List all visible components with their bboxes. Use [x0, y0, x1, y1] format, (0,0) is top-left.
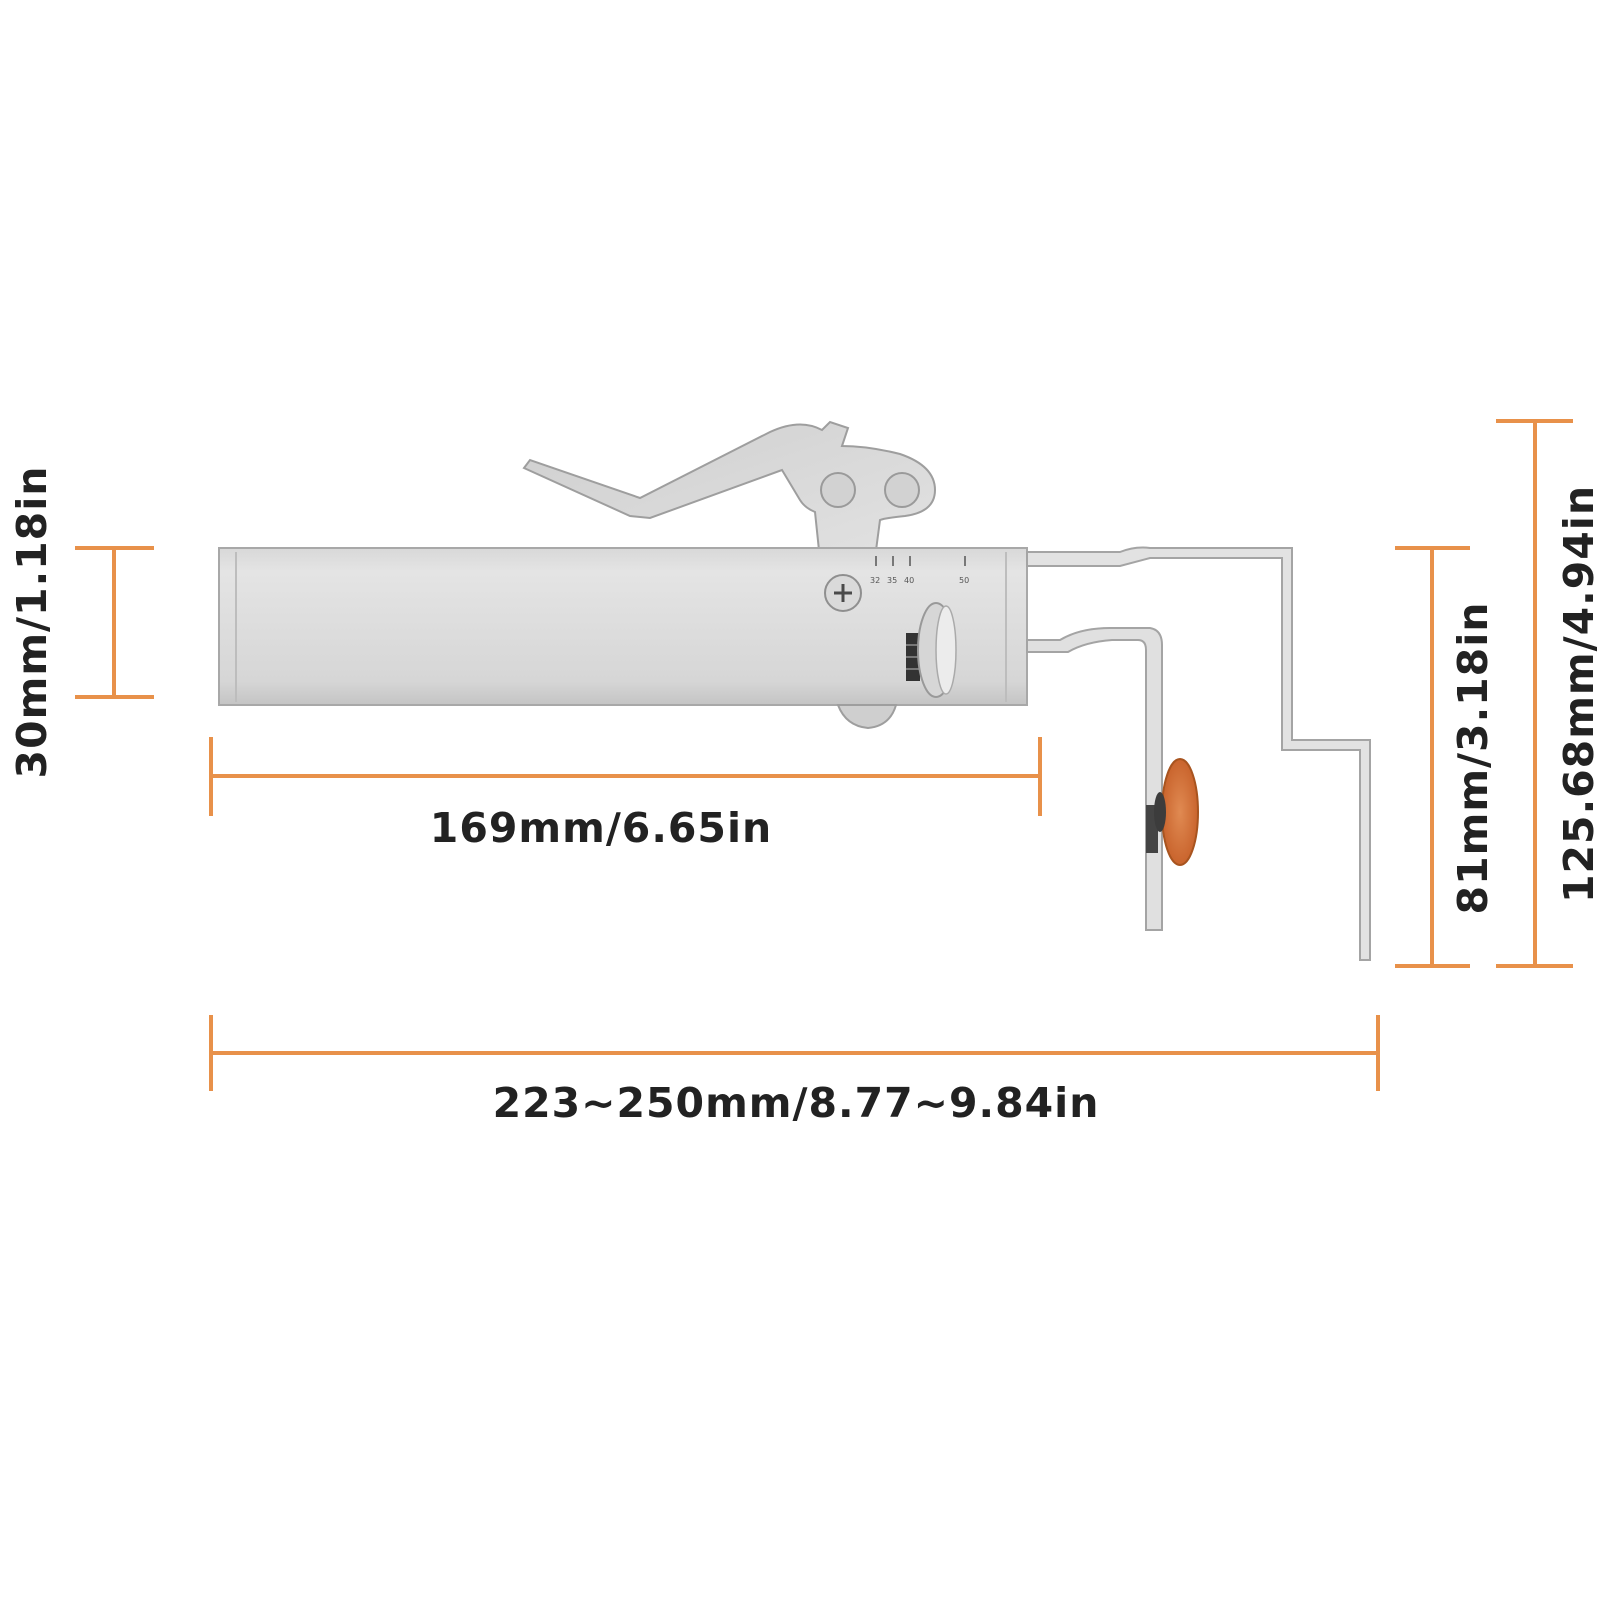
- cutting-wheel: [1146, 758, 1199, 866]
- cutting-tool-illustration: 32 35 40 50: [218, 420, 1371, 961]
- total-length-dimension-line: [209, 1015, 1380, 1091]
- lever-arm: [522, 420, 937, 562]
- adjustment-knob: [906, 602, 957, 698]
- phillips-screw-icon: [824, 574, 862, 612]
- total-length-label: 223~250mm/8.77~9.84in: [493, 1079, 1100, 1127]
- thickness-dimension-line: [75, 546, 154, 699]
- lever-rivet-right: [884, 472, 920, 508]
- lever-rivet-left: [820, 472, 856, 508]
- upper-guide-rod: [1026, 546, 1371, 961]
- angle-scale: 32 35 40 50: [870, 556, 969, 585]
- body-length-label: 169mm/6.65in: [430, 804, 772, 852]
- body-bottom-tab: [836, 704, 898, 730]
- scale-mark-50: 50: [959, 576, 969, 585]
- scale-mark-35: 35: [887, 576, 897, 585]
- thickness-label: 30mm/1.18in: [8, 466, 56, 779]
- scale-mark-32: 32: [870, 576, 880, 585]
- total-height-dimension-line: [1496, 419, 1573, 968]
- scale-mark-40: 40: [904, 576, 914, 585]
- guide-height-label: 81mm/3.18in: [1449, 602, 1497, 915]
- total-height-label: 125.68mm/4.94in: [1555, 485, 1601, 903]
- main-body: [218, 547, 1028, 706]
- dimension-lines: [75, 419, 1573, 1091]
- body-length-dimension-line: [209, 737, 1042, 816]
- lower-guide-arm: [1026, 627, 1163, 931]
- guide-height-dimension-line: [1395, 546, 1470, 968]
